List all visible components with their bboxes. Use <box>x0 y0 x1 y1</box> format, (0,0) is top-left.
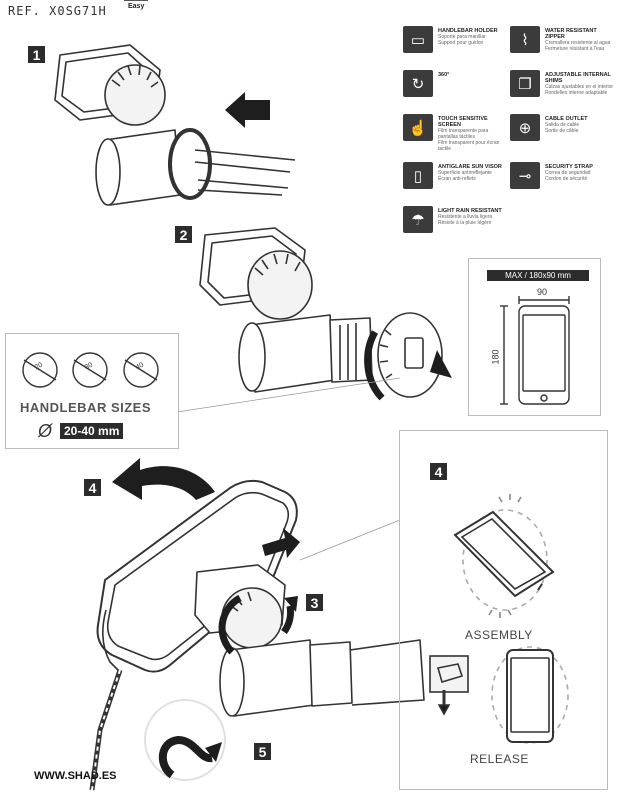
reference-code: REF. X0SG71H <box>8 4 107 18</box>
handlebar-sizes-title: HANDLEBAR SIZES <box>20 400 152 415</box>
website-link[interactable]: WWW.SHAD.ES <box>34 770 117 782</box>
max-size-panel <box>468 258 601 416</box>
shims-icon: ❐ <box>510 70 540 97</box>
case-assembly-illustration <box>89 479 425 791</box>
feature-360: ↻ 360° <box>403 70 507 97</box>
assembly-illustration <box>453 494 555 618</box>
push-arrow-icon <box>225 92 270 128</box>
diameter-symbol: Ø <box>38 421 53 441</box>
rain-icon: ☂ <box>403 206 433 233</box>
size-gauges <box>22 352 159 388</box>
step-4-badge: 4 <box>84 479 101 496</box>
slide-arrow-icon <box>262 528 300 558</box>
phone-height-label: 180 <box>490 349 501 365</box>
step-2-badge: 2 <box>175 226 192 243</box>
handlebar-range-badge: 20-40 mm <box>60 423 124 439</box>
zipper-icon: ⌇ <box>510 26 540 53</box>
rotate-icon: ↻ <box>403 70 433 97</box>
step-3-right-arrow-icon <box>281 605 294 635</box>
release-label: RELEASE <box>470 752 529 766</box>
step-3-badge: 3 <box>306 594 323 611</box>
step-4-panel-badge: 4 <box>430 463 447 480</box>
step-3-left-arrow-icon <box>218 594 242 655</box>
step-5-badge: 5 <box>254 743 271 760</box>
visor-icon: ▯ <box>403 162 433 189</box>
cable-icon: ⊕ <box>510 114 540 141</box>
strap-icon: ⊸ <box>510 162 540 189</box>
step-1-badge: 1 <box>28 46 45 63</box>
step-1-illustration <box>54 44 296 206</box>
assembly-release-panel <box>399 430 608 790</box>
difficulty-label: Easy <box>124 0 149 12</box>
phone-width-label: 90 <box>537 287 548 297</box>
handlebar-icon: ▭ <box>403 26 433 53</box>
touch-icon: ☝ <box>403 114 433 141</box>
step-2-illustration <box>199 227 443 398</box>
tighten-arrow-icon <box>364 330 385 401</box>
release-illustration <box>429 646 569 744</box>
step-4-arrow-icon <box>112 458 215 500</box>
step-5-arrow-icon <box>159 735 213 779</box>
phone-size-illustration <box>500 296 570 405</box>
assembly-label: ASSEMBLY <box>465 628 533 642</box>
max-size-label: MAX / 180x90 mm <box>487 270 589 281</box>
